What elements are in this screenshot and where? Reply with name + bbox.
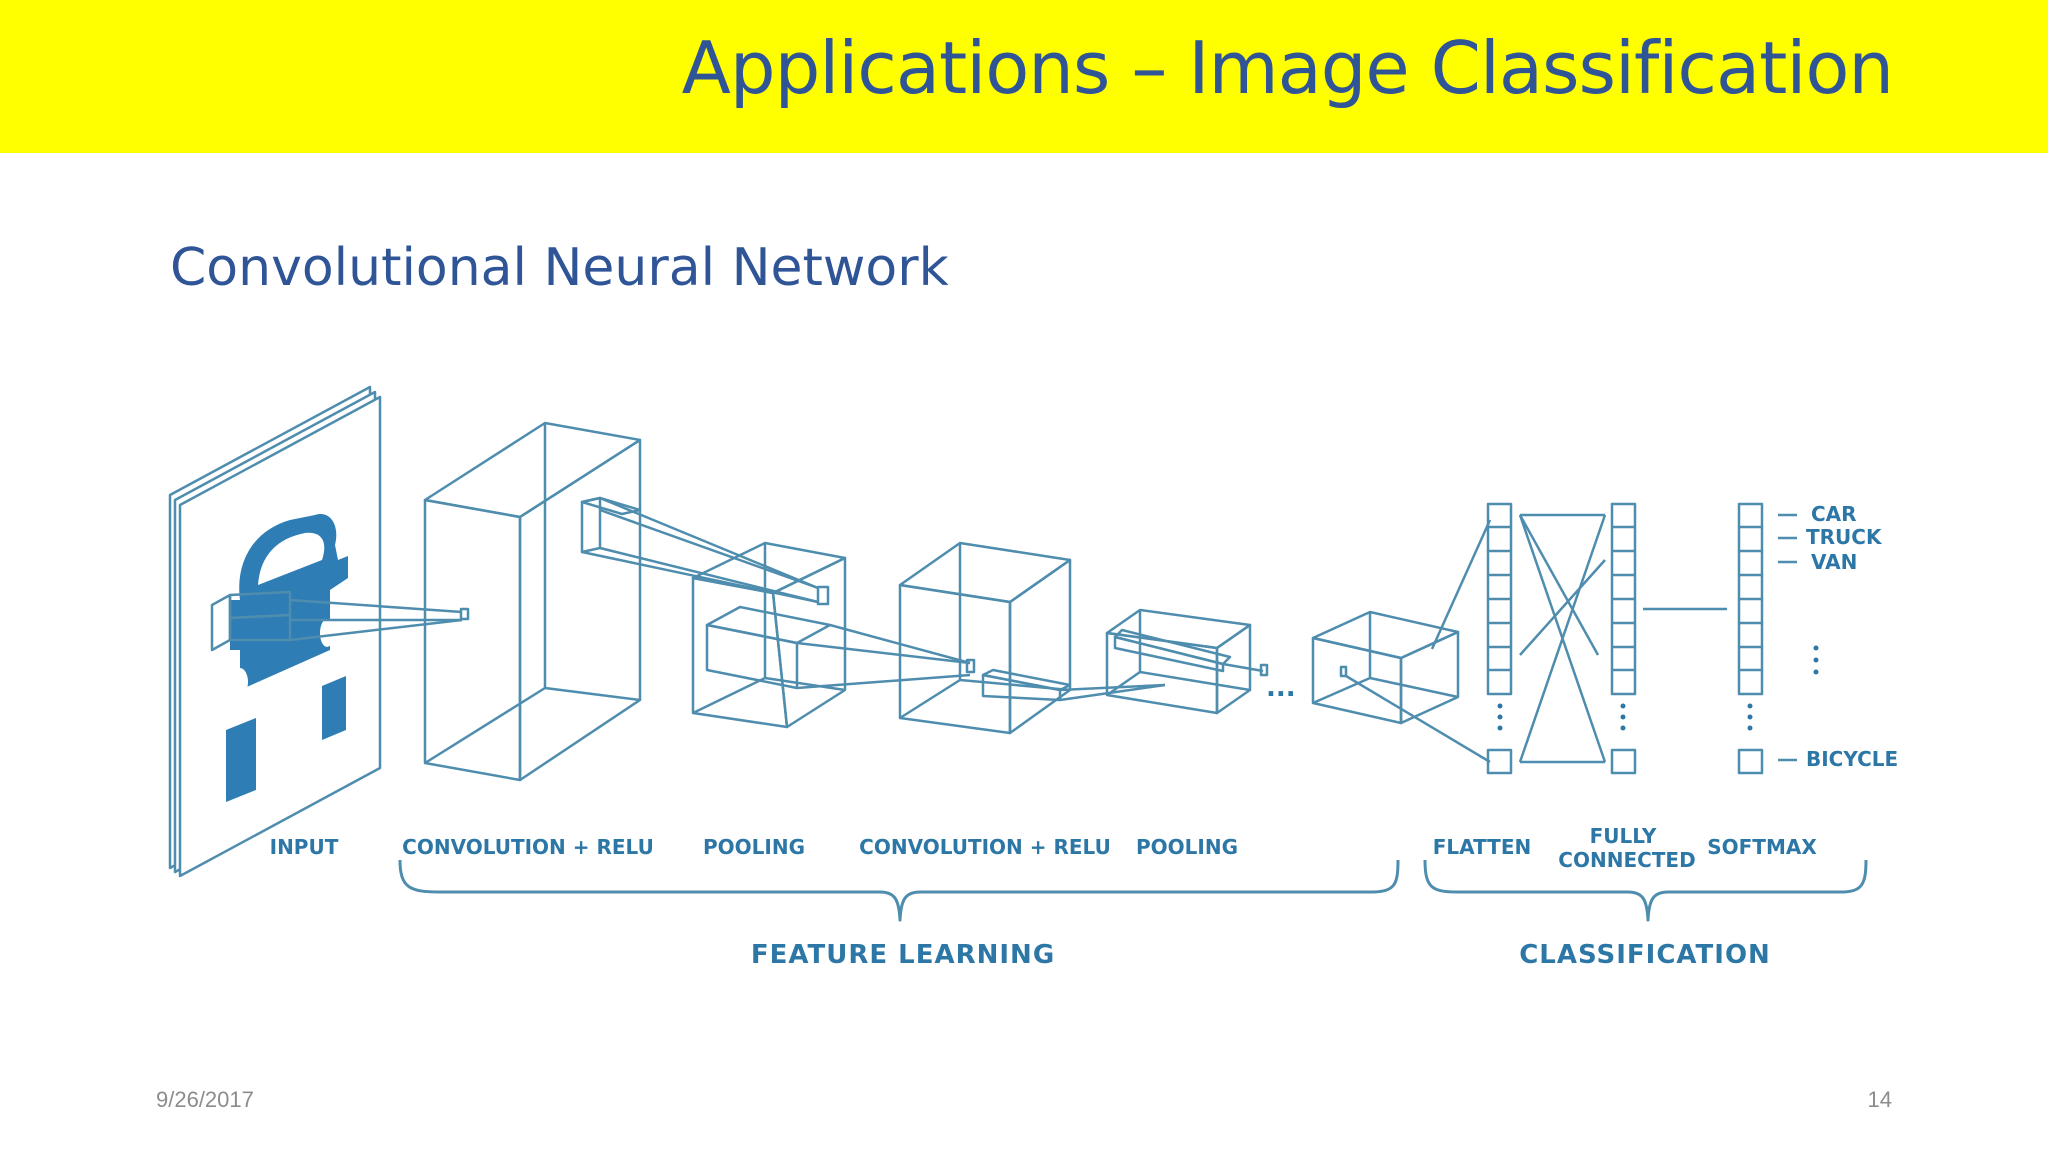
footer-page-number: 14	[1867, 1087, 1892, 1112]
label-fully-connected-line1: FULLY	[1590, 824, 1657, 848]
label-pool1: POOLING	[703, 835, 805, 859]
label-classification: CLASSIFICATION	[1519, 940, 1771, 970]
classification-brace	[1423, 859, 1868, 922]
title-bar	[0, 0, 2048, 153]
conv2-volume	[898, 541, 1072, 735]
label-pool2: POOLING	[1136, 835, 1238, 859]
label-feature-learning: FEATURE LEARNING	[751, 940, 1055, 970]
label-fully-connected-line2: CONNECTED	[1558, 848, 1695, 872]
final-feature-volume	[1311, 610, 1460, 725]
slide-title: Applications – Image Classification	[681, 26, 1894, 110]
feature-learning-brace	[398, 859, 1400, 922]
conv1-volume	[423, 421, 642, 782]
slide-subtitle: Convolutional Neural Network	[170, 238, 949, 298]
continuation-dots: ...	[1266, 673, 1296, 703]
ellipsis-dots	[1497, 645, 1819, 731]
label-conv1: CONVOLUTION + RELU	[402, 835, 654, 859]
label-conv2: CONVOLUTION + RELU	[859, 835, 1111, 859]
fully-connected-column	[1610, 502, 1637, 775]
label-flatten: FLATTEN	[1433, 835, 1531, 859]
label-input: INPUT	[270, 835, 339, 859]
flatten-column	[1486, 502, 1513, 775]
label-softmax: SOFTMAX	[1707, 835, 1817, 859]
output-bicycle: BICYCLE	[1806, 747, 1898, 771]
car-icon	[226, 514, 348, 802]
pool1-volume	[691, 541, 847, 729]
pool2-volume	[1105, 608, 1252, 715]
output-van: VAN	[1811, 550, 1857, 574]
output-truck: TRUCK	[1806, 525, 1883, 549]
softmax-column	[1737, 502, 1764, 775]
output-car: CAR	[1811, 502, 1857, 526]
footer-date: 9/26/2017	[156, 1087, 254, 1112]
